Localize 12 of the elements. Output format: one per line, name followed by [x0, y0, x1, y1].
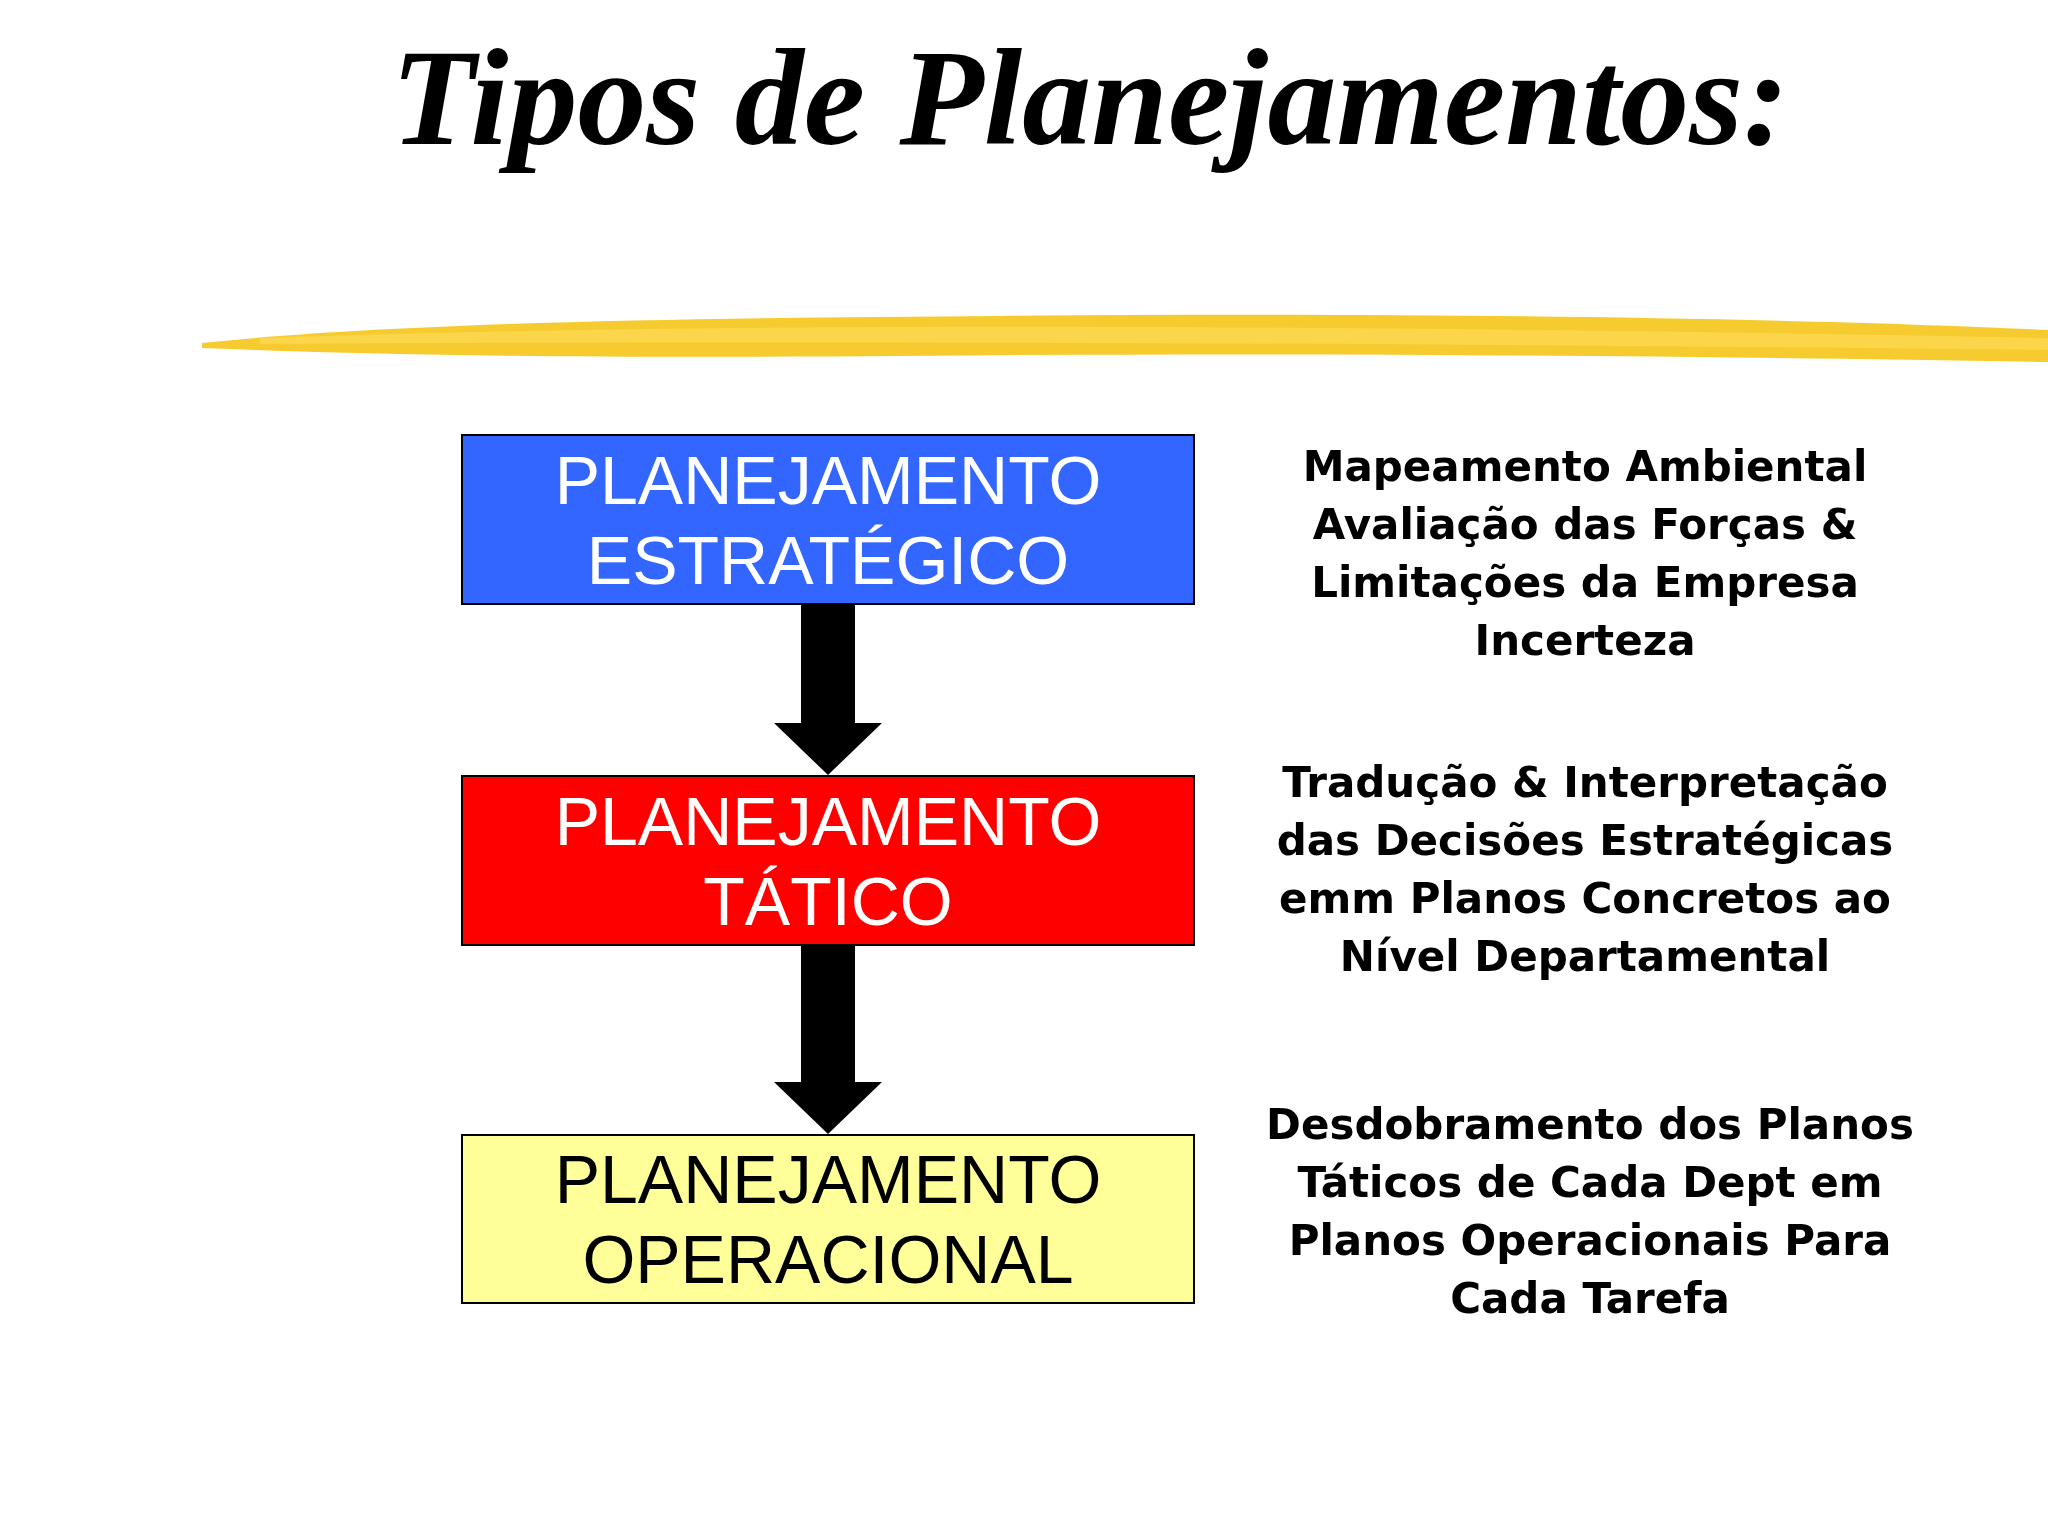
box-label: PLANEJAMENTO TÁTICO	[553, 781, 1103, 941]
description-text: Mapeamento Ambiental Avaliação das Forças & Limitações da Empresa Incerteza	[1301, 441, 1869, 667]
title: Tipos de Planejamentos:	[390, 20, 1790, 176]
description-text: Tradução & Interpretação das Decisões Estratégicas emm Planos Concretos ao Nível Departamental	[1275, 757, 1895, 983]
process-box	[461, 1134, 1195, 1304]
box-label: PLANEJAMENTO ESTRATÉGICO	[553, 440, 1103, 600]
block-arrow	[774, 946, 882, 1134]
process-box	[461, 775, 1195, 946]
box-label: PLANEJAMENTO OPERACIONAL	[553, 1140, 1103, 1299]
block-arrow	[774, 605, 882, 775]
process-box	[461, 434, 1195, 605]
description-text: Desdobramento dos Planos Táticos de Cada Dept em Planos Operacionais Para Cada Tarefa	[1265, 1099, 1915, 1325]
